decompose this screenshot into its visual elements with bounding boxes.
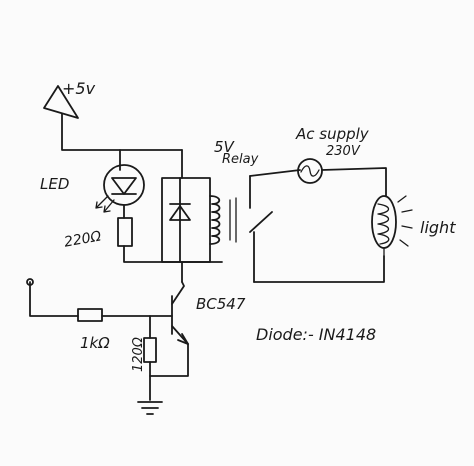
relay-label-line1: 5V xyxy=(214,138,236,156)
relay-box xyxy=(161,177,211,263)
led-label: LED xyxy=(40,175,69,193)
ac-source-icon xyxy=(297,158,323,184)
diode-icon xyxy=(169,177,191,263)
relay-label-line2: Relay xyxy=(222,152,259,167)
ac-supply-label: Ac supply xyxy=(295,125,370,143)
lamp-icon xyxy=(371,195,413,257)
relay-switch-icon xyxy=(249,175,273,283)
led-resistor-icon xyxy=(117,204,223,263)
ac-voltage-label: 230V xyxy=(326,144,361,159)
diode-note: Diode:- IN4148 xyxy=(256,325,376,344)
led-icon xyxy=(95,149,145,213)
supply-arrow-icon xyxy=(43,85,183,151)
relay-coil-icon xyxy=(209,195,237,245)
supply-label: +5v xyxy=(62,79,96,98)
npn-transistor-icon xyxy=(171,281,189,345)
led-resistor-label: 220Ω xyxy=(63,228,103,250)
pulldown-resistor-label: 120Ω xyxy=(131,337,146,372)
base-resistor-icon xyxy=(77,308,103,322)
light-label: light xyxy=(420,218,456,237)
ground-icon xyxy=(137,401,163,415)
transistor-label: BC547 xyxy=(196,295,246,313)
base-resistor-label: 1kΩ xyxy=(80,334,110,352)
